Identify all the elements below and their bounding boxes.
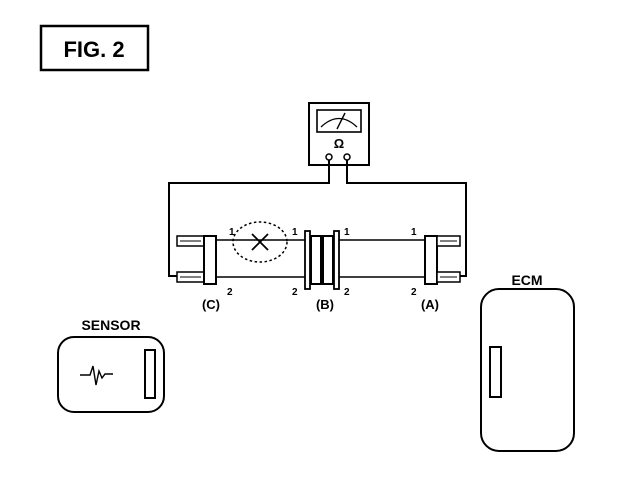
connector-c-pin-2-label: 2 — [227, 287, 233, 298]
meter-probe-jack-left — [325, 153, 333, 161]
connector-b-flange-left — [304, 230, 311, 290]
meter-lead-right — [346, 160, 467, 277]
connector-a-label: (A) — [421, 297, 439, 312]
connector-c: (C) 1 2 — [176, 227, 235, 312]
meter-lead-left — [168, 160, 330, 277]
connector-b-flange-right — [333, 230, 340, 290]
ohmmeter-icon — [316, 109, 362, 133]
figure-title: FIG. 2 — [63, 37, 124, 62]
connector-c-body — [203, 235, 217, 285]
ecm-body — [480, 288, 575, 452]
meter-leads — [168, 160, 467, 277]
connector-a-pin-1-label: 1 — [411, 227, 417, 238]
meter-probe-jack-right — [343, 153, 351, 161]
connector-a-pin-2-label: 2 — [411, 287, 417, 298]
connector-a: (A) 1 2 — [411, 227, 461, 312]
harness-wires — [216, 239, 425, 278]
connector-b-right-pin-1-label: 1 — [344, 227, 350, 238]
sensor: SENSOR — [57, 317, 165, 413]
ecm-label: ECM — [511, 272, 542, 288]
connector-b-half-right — [322, 235, 334, 285]
sensor-label: SENSOR — [81, 317, 140, 333]
ecm: ECM — [480, 272, 575, 452]
ecm-connector-port — [489, 346, 502, 398]
waveform-icon — [80, 365, 113, 386]
connector-b-left-pin-2-label: 2 — [292, 287, 298, 298]
connector-b-right-pin-2-label: 2 — [344, 287, 350, 298]
connector-b-left-pin-1-label: 1 — [292, 227, 298, 238]
ohmmeter: Ω — [308, 102, 370, 166]
connector-b-half-left — [310, 235, 322, 285]
connector-a-body — [424, 235, 438, 285]
open-circuit-icon — [232, 221, 288, 263]
connector-c-pin-1-label: 1 — [229, 227, 235, 238]
connector-c-label: (C) — [202, 297, 220, 312]
connector-b: (B) 1 2 1 2 — [292, 227, 350, 312]
ohm-symbol: Ω — [334, 136, 344, 151]
figure-title-box: FIG. 2 — [39, 24, 150, 72]
connector-b-label: (B) — [316, 297, 334, 312]
sensor-connector-port — [144, 349, 156, 399]
